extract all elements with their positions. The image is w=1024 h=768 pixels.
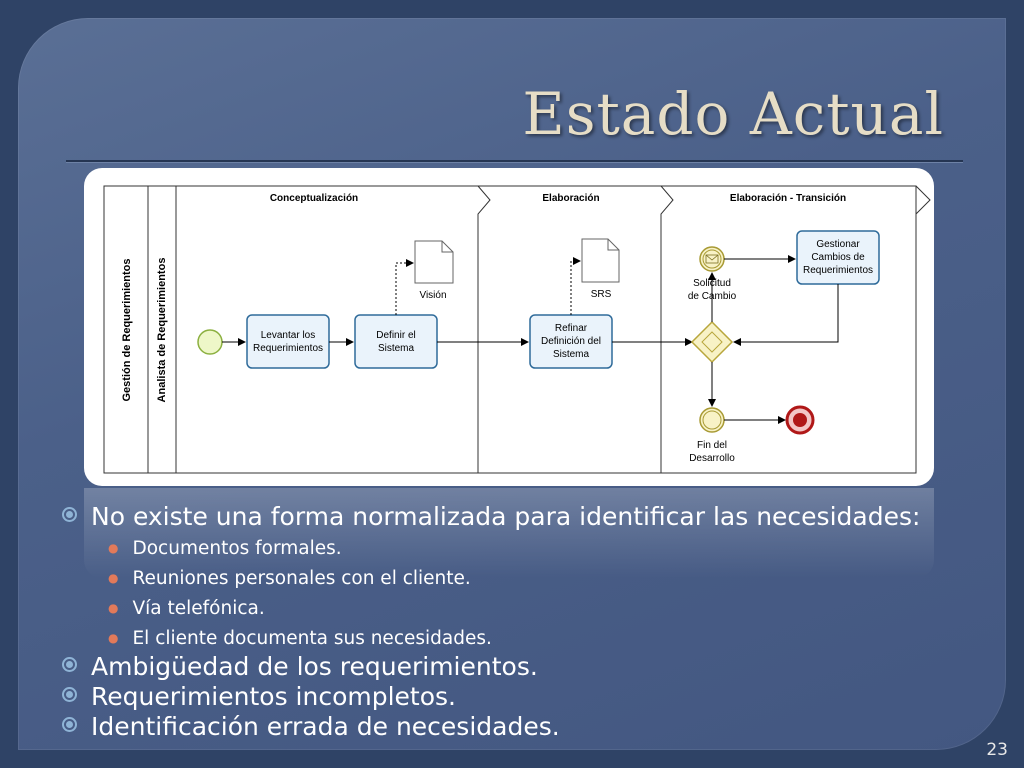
association-vision — [395, 259, 414, 315]
task-refinar-line2: Definición del — [541, 336, 601, 347]
slide-title: Estado Actual — [522, 80, 944, 148]
task-definir-line1: Definir el — [376, 330, 415, 341]
title-divider — [66, 160, 963, 163]
phase-label-1: Conceptualización — [270, 193, 358, 204]
event-fin-line1: Fin del — [697, 440, 727, 451]
slide-background: Estado Actual Gestión de Requerimientos … — [18, 18, 1006, 750]
task-levantar-requerimientos — [246, 314, 330, 369]
phase-label-2: Elaboración — [542, 193, 599, 204]
task-definir-sistema — [354, 314, 438, 369]
diagram-reflection — [84, 488, 934, 578]
phase-label-3: Elaboración - Transición — [730, 193, 846, 204]
event-fin-line2: Desarrollo — [689, 453, 735, 464]
task-gestionar-line1: Gestionar — [816, 239, 860, 250]
message-event-icon — [699, 246, 725, 272]
artifact-vision-document-icon — [414, 240, 454, 284]
phase-separator-end — [915, 185, 931, 215]
flow-gestionar-gateway — [733, 284, 839, 346]
task-definir-line2: Sistema — [378, 343, 415, 354]
task-levantar-line2: Requerimientos — [253, 343, 323, 354]
artifact-srs-label: SRS — [591, 289, 612, 300]
artifact-vision-label: Visión — [419, 290, 446, 301]
start-event — [197, 329, 223, 355]
task-refinar-line3: Sistema — [553, 349, 590, 360]
artifact-srs-document-icon — [581, 238, 620, 283]
task-gestionar-line3: Requerimientos — [803, 265, 873, 276]
task-refinar-line1: Refinar — [555, 323, 588, 334]
bpmn-diagram: Gestión de Requerimientos Analista de Re… — [103, 185, 931, 474]
phase-separator-2 — [660, 185, 674, 473]
task-gestionar-line2: Cambios de — [811, 252, 865, 263]
end-event-core — [793, 413, 807, 427]
page-number: 23 — [986, 740, 1008, 760]
task-levantar-line1: Levantar los — [261, 330, 315, 341]
lane-label: Analista de Requerimientos — [156, 258, 168, 403]
event-fin-desarrollo — [699, 407, 725, 433]
gateway-event-based — [690, 320, 734, 364]
bpmn-diagram-card: Gestión de Requerimientos Analista de Re… — [84, 168, 934, 486]
association-srs — [570, 257, 581, 315]
pool-frame — [103, 185, 917, 474]
pool-label: Gestión de Requerimientos — [121, 258, 133, 401]
phase-separator-1 — [477, 185, 491, 473]
event-fin-inner-ring — [702, 410, 722, 430]
